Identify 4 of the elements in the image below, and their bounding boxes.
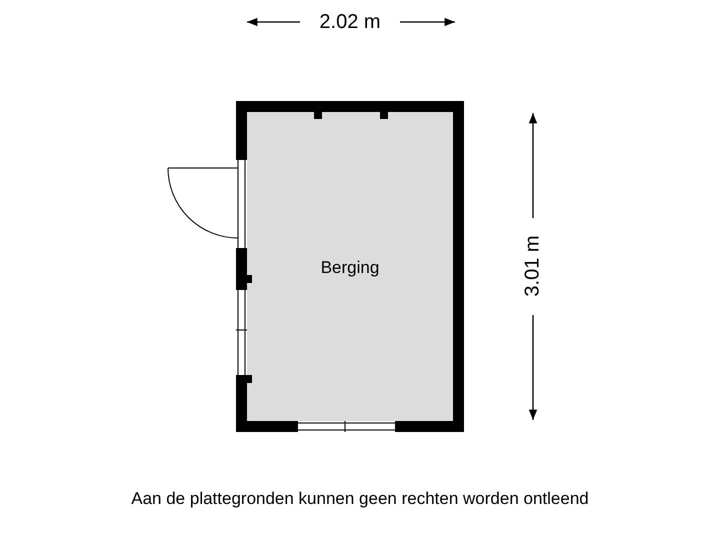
dimension-label: 2.02 m (319, 11, 381, 34)
disclaimer-text: Aan de plattegronden kunnen geen rechten worden ontleend (131, 489, 589, 509)
dimension-label: 3.01 m (522, 235, 544, 297)
room-label: Berging (320, 258, 380, 278)
